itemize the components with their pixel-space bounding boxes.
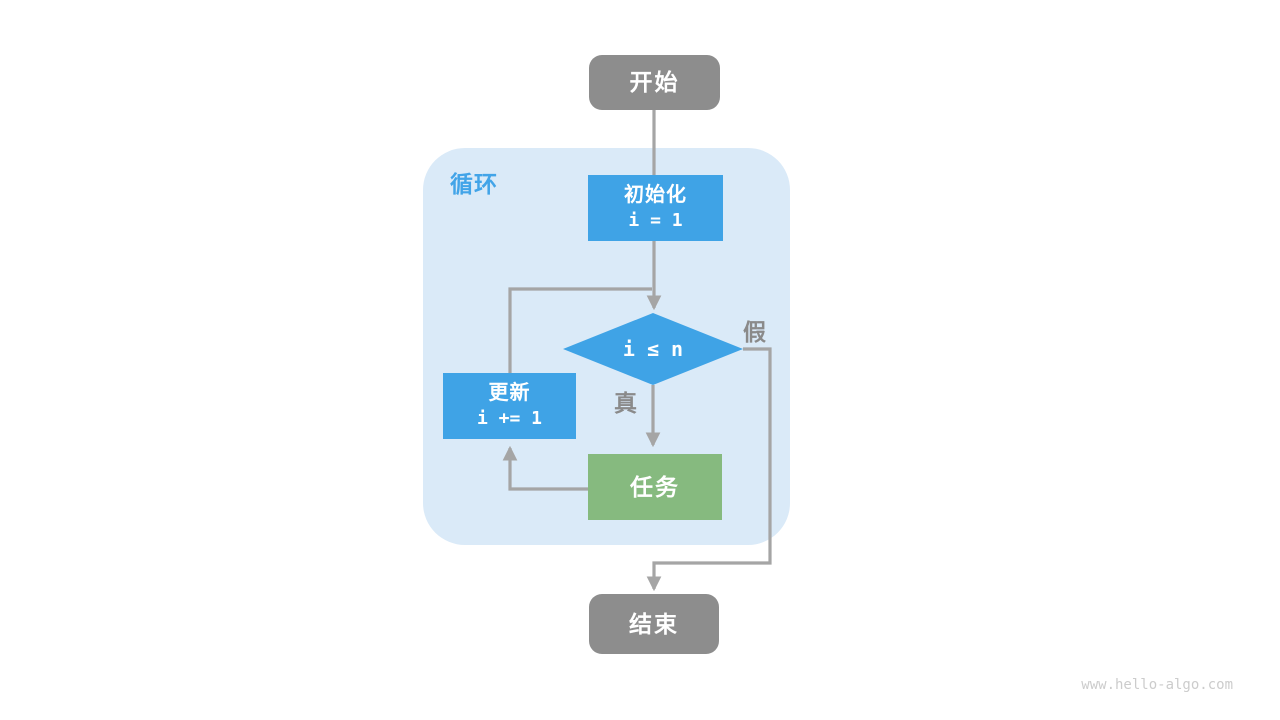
false-branch-label: 假	[743, 319, 766, 345]
loop-label: 循环	[450, 171, 498, 197]
start-node-label: 开始	[629, 69, 680, 96]
connector-update-to-condition	[508, 287, 652, 373]
end-node: 结束	[589, 594, 719, 654]
connector-condition-to-end	[646, 347, 772, 592]
condition-expression: i ≤ n	[622, 337, 684, 361]
update-node-code: i += 1	[476, 408, 543, 430]
watermark: www.hello-algo.com	[1081, 677, 1233, 693]
true-branch-label: 真	[614, 390, 637, 416]
init-node: 初始化 i = 1	[588, 175, 723, 241]
start-node: 开始	[589, 55, 720, 110]
update-node-title: 更新	[488, 382, 531, 405]
init-node-code: i = 1	[628, 210, 683, 232]
task-node: 任务	[588, 454, 722, 520]
end-node-label: 结束	[629, 610, 679, 637]
init-node-title: 初始化	[624, 184, 687, 207]
update-node: 更新 i += 1	[443, 373, 576, 439]
task-node-label: 任务	[630, 473, 680, 500]
connector-task-to-update	[502, 445, 588, 491]
